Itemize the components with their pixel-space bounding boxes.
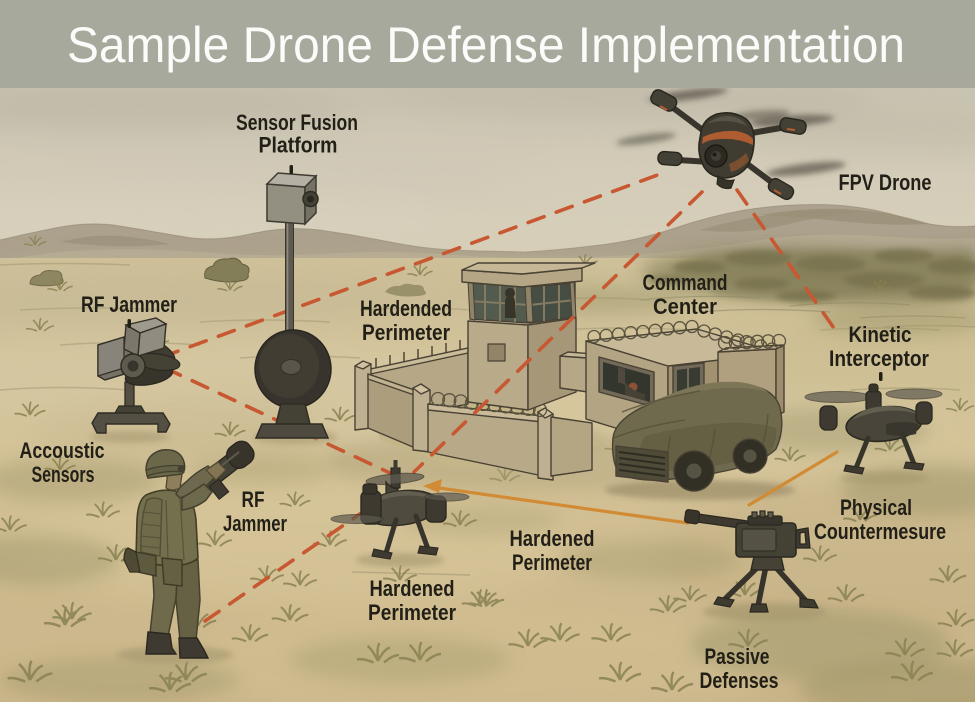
svg-text:Center: Center — [653, 294, 717, 319]
svg-text:FPV Drone: FPV Drone — [839, 170, 932, 195]
svg-text:Interceptor: Interceptor — [829, 346, 929, 371]
svg-text:Countermesure: Countermesure — [814, 519, 946, 544]
svg-text:Sensors: Sensors — [32, 462, 95, 487]
svg-text:Accoustic: Accoustic — [20, 438, 105, 463]
svg-text:Command: Command — [643, 270, 728, 295]
svg-text:Jammer: Jammer — [223, 511, 287, 536]
svg-text:Platform: Platform — [259, 133, 338, 158]
svg-text:Physical: Physical — [840, 495, 912, 520]
svg-text:Perimeter: Perimeter — [512, 550, 592, 575]
svg-text:RF Jammer: RF Jammer — [81, 292, 177, 317]
svg-text:Sensor Fusion: Sensor Fusion — [236, 110, 358, 135]
svg-text:RF: RF — [242, 487, 265, 512]
svg-text:Sample Drone Defense Implement: Sample Drone Defense Implementation — [67, 17, 905, 73]
svg-text:Hardened: Hardened — [370, 576, 455, 601]
svg-text:Passive: Passive — [705, 644, 770, 669]
svg-text:Hardended: Hardended — [360, 296, 452, 321]
svg-text:Defenses: Defenses — [700, 668, 779, 693]
svg-text:Kinetic: Kinetic — [849, 322, 912, 347]
svg-text:Hardened: Hardened — [510, 526, 595, 551]
svg-text:Perimeter: Perimeter — [362, 320, 450, 345]
svg-text:Perimeter: Perimeter — [368, 600, 456, 625]
